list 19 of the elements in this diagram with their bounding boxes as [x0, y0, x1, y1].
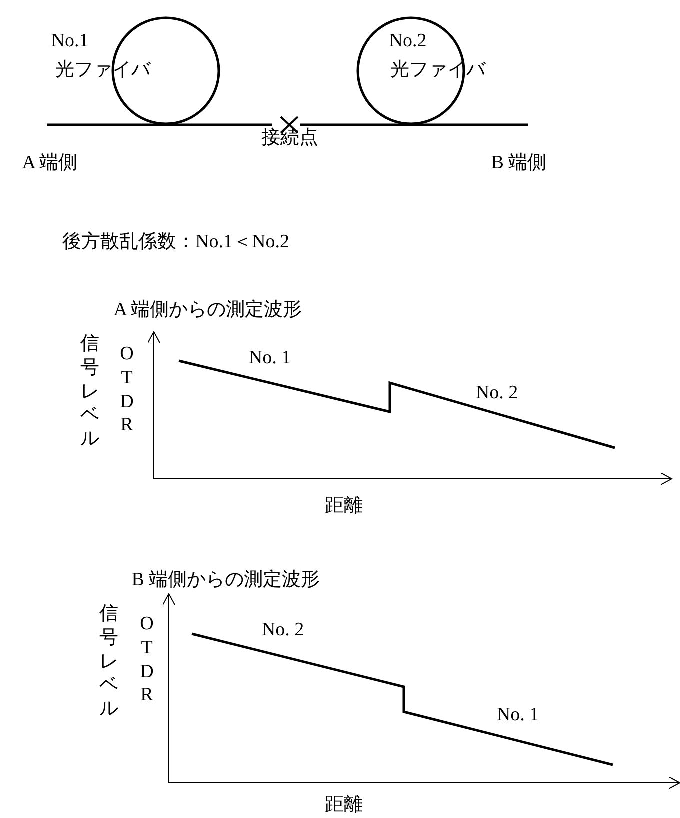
fiber-label: 光ファイバ	[56, 60, 150, 82]
trace-label: No. 2	[262, 620, 304, 642]
trace-label: No. 1	[248, 348, 292, 370]
end-label: A 端側	[22, 154, 78, 174]
end-label: B 端側	[491, 154, 547, 174]
trace-label: No. 1	[496, 706, 540, 726]
axis-label: 距離	[325, 496, 363, 518]
axis-label: OTDR	[139, 612, 155, 708]
fiber-label: No.2	[389, 32, 427, 52]
chart-title: A 端側からの測定波形	[114, 300, 302, 322]
axis-label: OTDR	[119, 342, 135, 438]
fiber-label: 光ファイバ	[390, 60, 486, 82]
fiber-label: No.1	[51, 32, 89, 52]
chart-title: B 端側からの測定波形	[132, 570, 320, 592]
trace-label: No. 2	[476, 384, 518, 404]
axis-label: 信号レベル	[100, 602, 118, 722]
note-text: 後方散乱係数：No.1＜No.2	[62, 232, 290, 254]
axis-label: 信号レベル	[80, 332, 100, 452]
axis-label: 距離	[325, 796, 363, 816]
